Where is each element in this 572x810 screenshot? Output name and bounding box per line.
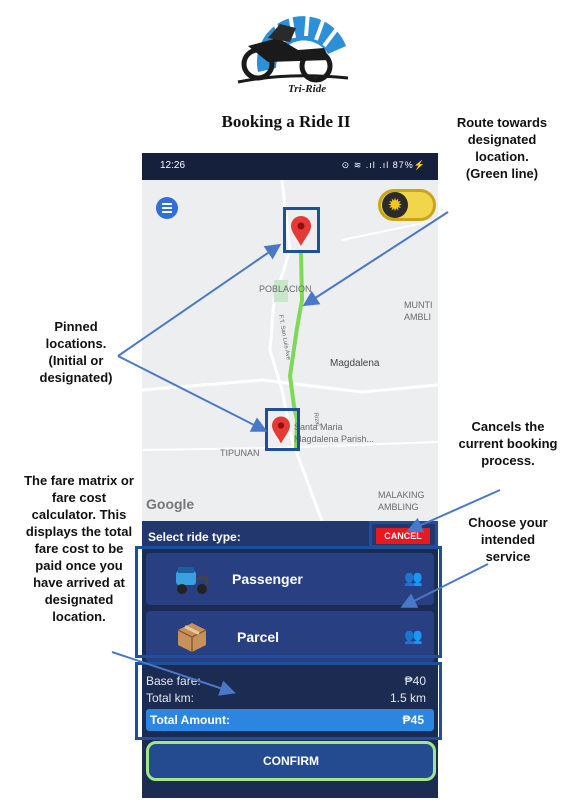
ride-types-highlight (135, 546, 442, 658)
sun-icon[interactable]: ✹ (382, 192, 408, 218)
annotation-fare: The fare matrix or fare cost calculator.… (24, 473, 134, 624)
map-label-ambling: AMBLING (378, 502, 419, 512)
google-attribution: Google (146, 496, 195, 512)
people-icon: 👥 (404, 570, 423, 587)
phone-screen: 12:26 ⊙ ≋ .ıl .ıl 87%⚡ F.T. San Luis Ave… (142, 153, 438, 798)
status-time: 12:26 (160, 160, 186, 171)
people-icon: 👥 (404, 628, 423, 645)
parcel-box-icon (176, 621, 208, 658)
page-title: Booking a Ride II (221, 112, 351, 131)
map-label-parish: Magdalena Parish... (294, 434, 375, 444)
rizal-label: Rizal (312, 412, 320, 426)
ride-option-label: Passenger (232, 571, 303, 587)
base-fare-value: ₱40 (404, 674, 426, 688)
annotation-route: Route towards designated location. (Gree… (456, 115, 548, 181)
total-amount-value: ₱45 (402, 713, 424, 727)
destination-pin-icon (291, 216, 311, 246)
annotation-pinned: Pinned locations. (Initial or designated… (39, 319, 113, 385)
total-km-label: Total km: (146, 691, 195, 705)
map-label-santa-maria: Santa Maria (294, 422, 343, 432)
total-amount-label: Total Amount: (150, 713, 230, 727)
map-view[interactable]: F.T. San Luis Ave Rizal ✹ POBLACION MUNT… (142, 180, 438, 521)
total-amount-bar: Total Amount: ₱45 (146, 709, 434, 731)
menu-button[interactable] (156, 197, 178, 219)
ride-option-label: Parcel (237, 629, 280, 645)
fare-highlight (135, 662, 442, 740)
annotation-choose: Choose your intended service (468, 515, 548, 564)
map-label-ambli: AMBLI (404, 312, 432, 322)
map-label-tipunan: TIPUNAN (220, 448, 260, 458)
map-label-poblacion: POBLACION (259, 284, 312, 294)
battery-level: 87% (392, 160, 414, 170)
map-label-malaking: MALAKING (378, 490, 425, 500)
status-bar: 12:26 ⊙ ≋ .ıl .ıl 87%⚡ (142, 153, 438, 180)
tricycle-icon (174, 565, 210, 600)
ride-option-parcel[interactable]: Parcel 👥 (146, 611, 434, 663)
destination-pin-highlight (283, 207, 320, 253)
tri-ride-logo: Tri-Ride (228, 2, 356, 95)
select-ride-label: Select ride type: (148, 530, 241, 544)
map-label-munti: MUNTI (404, 300, 433, 310)
annotation-cancel: Cancels the current booking process. (458, 419, 558, 468)
confirm-button[interactable]: CONFIRM (146, 741, 436, 781)
origin-pin-icon (272, 416, 290, 444)
ride-option-passenger[interactable]: Passenger 👥 (146, 553, 434, 605)
logo-text: Tri-Ride (288, 83, 326, 94)
map-label-magdalena: Magdalena (330, 358, 380, 369)
total-km-value: 1.5 km (389, 691, 426, 705)
status-icons: ⊙ ≋ .ıl .ıl 87%⚡ (341, 160, 426, 170)
